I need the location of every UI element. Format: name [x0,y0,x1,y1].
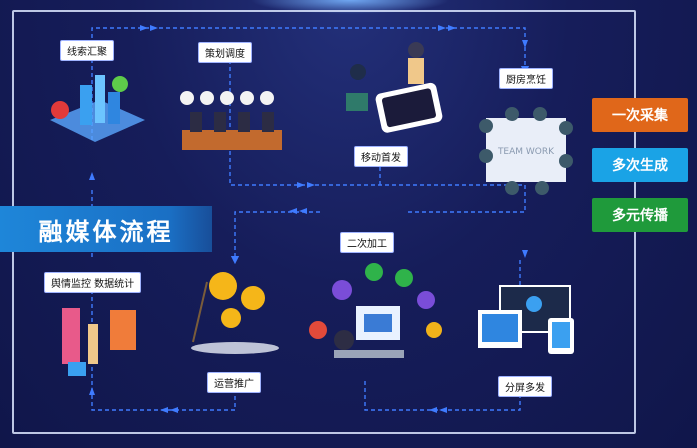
node-kitchen-label: 厨房烹饪 [499,68,553,89]
side-box-generate-text: 多次生成 [612,158,668,174]
node-opinion-label: 舆情监控 数据统计 [44,272,142,293]
flow-arrows [89,25,528,413]
operate-illustration [191,272,279,354]
title-banner: 融媒体流程 [0,206,212,252]
second-process-illustration [309,263,442,358]
node-second-label: 二次加工 [340,232,394,253]
split-illustration [478,285,574,354]
page-title: 融媒体流程 [38,216,174,246]
opinion-illustration [62,308,136,376]
side-box-collect-text: 一次采集 [612,108,668,124]
kitchen-illustration: TEAM WORK [479,107,573,195]
side-box-collect: 一次采集 [592,98,688,132]
node-split-label: 分屏多发 [498,376,552,397]
node-plan-label: 策划调度 [198,42,252,63]
plan-illustration [180,91,282,150]
node-clue-label: 线索汇聚 [60,40,114,61]
side-box-spread: 多元传播 [592,198,688,232]
node-mobile-label: 移动首发 [354,146,408,167]
side-box-generate: 多次生成 [592,148,688,182]
node-operate-label: 运营推广 [207,372,261,393]
side-box-spread-text: 多元传播 [612,208,668,224]
mobile-illustration [346,42,443,133]
team-work-text: TEAM WORK [497,147,555,157]
clue-illustration [50,75,145,142]
